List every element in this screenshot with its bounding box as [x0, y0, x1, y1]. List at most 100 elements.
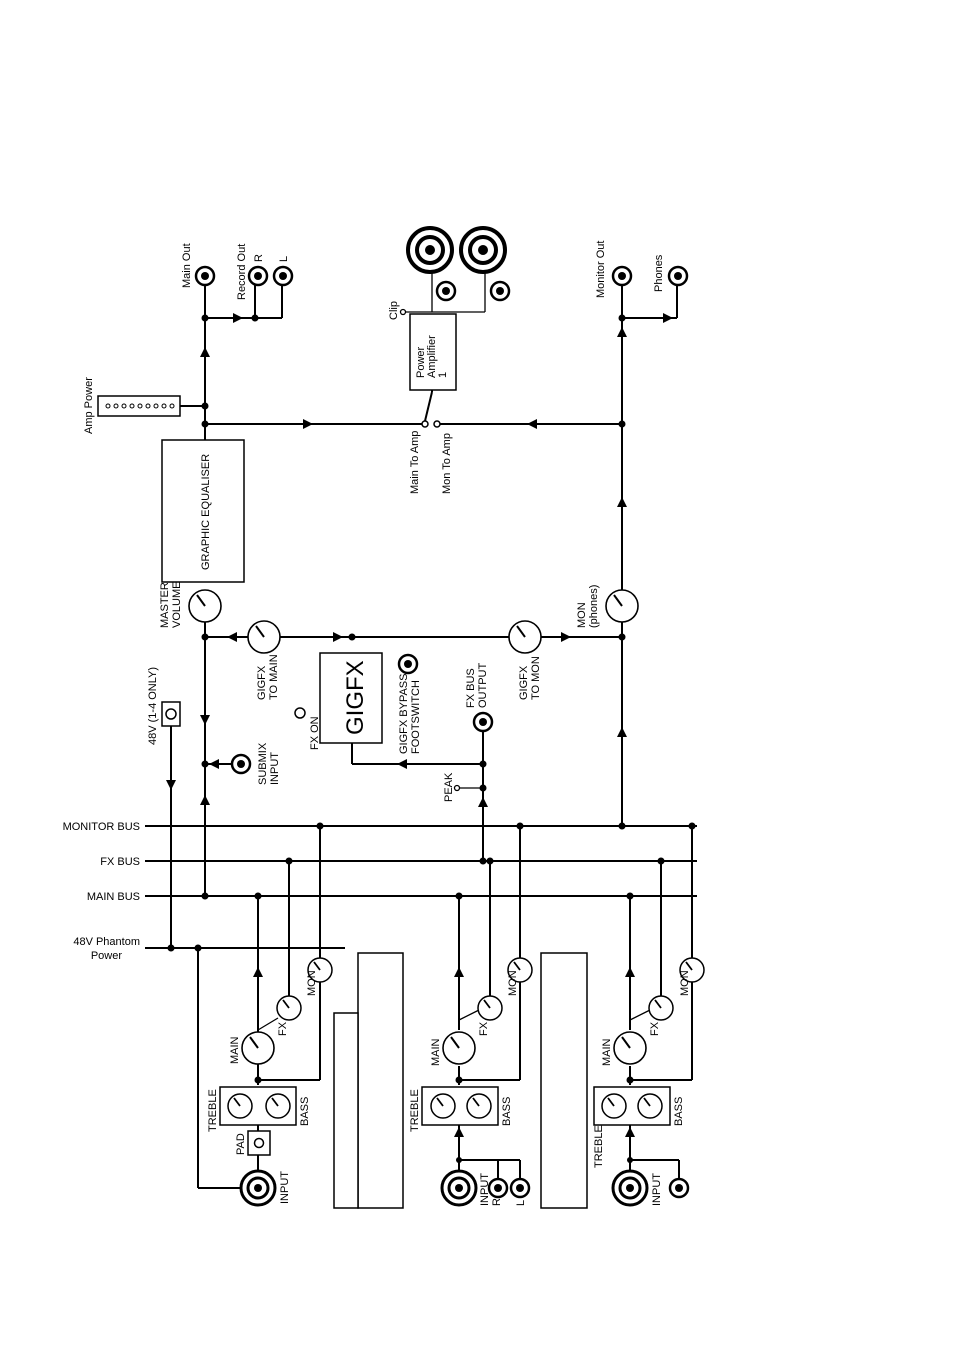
- ch1-treble-knob[interactable]: [227, 1093, 253, 1119]
- main-mon-to-amp-switch[interactable]: [424, 391, 433, 422]
- ch1-fader-outer: [357, 952, 404, 1209]
- channel-3: [625, 822, 696, 1085]
- gigfx-block: [319, 652, 383, 744]
- ch2-main-knob[interactable]: [442, 1031, 476, 1065]
- ch1-treble-label: TREBLE: [207, 1089, 219, 1132]
- fx-bus-label: FX BUS: [100, 856, 140, 868]
- main-bus-label: MAIN BUS: [87, 891, 140, 903]
- ch2-input-xlr[interactable]: [440, 1169, 478, 1207]
- ch2-treble-label: TREBLE: [409, 1089, 421, 1132]
- ch1-fx-knob[interactable]: [276, 995, 302, 1021]
- mon-phones-knob[interactable]: [605, 589, 639, 623]
- ch1-main-label: MAIN: [229, 1036, 241, 1064]
- ch1-mon-label: MON: [306, 970, 318, 996]
- ch3-input-label: INPUT: [651, 1173, 663, 1206]
- peak-label: PEAK: [443, 772, 455, 802]
- mon-phones-label: MON (phones): [576, 585, 600, 628]
- gigfx-to-mon-knob[interactable]: [508, 620, 542, 654]
- ch1-fx-label: FX: [277, 1021, 289, 1036]
- ch3-bass-label: BASS: [673, 1097, 685, 1126]
- record-out-l-label: L: [278, 256, 290, 262]
- speaker-out-2-jack[interactable]: [489, 280, 511, 302]
- ch2-bass-label: BASS: [501, 1097, 513, 1126]
- ch1-main-knob[interactable]: [241, 1031, 275, 1065]
- bus-lines: [145, 825, 697, 949]
- ch2-input-r-label: R: [491, 1198, 503, 1206]
- graphic-equaliser-label: GRAPHIC EQUALISER: [200, 454, 212, 570]
- channel-1: [253, 822, 324, 1085]
- ch3-main-knob[interactable]: [613, 1031, 647, 1065]
- ch1-bass-label: BASS: [299, 1097, 311, 1126]
- gigfx-bypass-label: GIGFX BYPASS FOOTSWITCH: [398, 670, 422, 754]
- ch2-fx-label: FX: [478, 1021, 490, 1036]
- mon-to-amp-label: Mon To Amp: [441, 433, 453, 494]
- master-volume-label: MASTER VOLUME: [159, 579, 183, 628]
- gigfx-to-main-knob[interactable]: [247, 620, 281, 654]
- ch3-input-jack[interactable]: [668, 1177, 690, 1199]
- main-signal-path: [200, 268, 210, 900]
- ch1-pad-label: PAD: [235, 1133, 247, 1155]
- clip-label: Clip: [388, 301, 400, 320]
- ch2-fader-track[interactable]: [540, 952, 588, 1209]
- monitor-bus-label: MONITOR BUS: [63, 821, 140, 833]
- power-amplifier-block: [409, 313, 457, 391]
- speaker-out-1-jack[interactable]: [435, 280, 457, 302]
- ch1-input-label: INPUT: [279, 1171, 291, 1204]
- ch3-mon-label: MON: [679, 970, 691, 996]
- ch1-fader-track[interactable]: [333, 1012, 359, 1209]
- ch3-treble-knob[interactable]: [601, 1093, 627, 1119]
- phones-jack[interactable]: [667, 265, 689, 287]
- ch2-input-label: INPUT: [479, 1173, 491, 1206]
- ch3-main-label: MAIN: [601, 1038, 613, 1066]
- ch2-fx-knob[interactable]: [477, 995, 503, 1021]
- ch3-fx-label: FX: [649, 1021, 661, 1036]
- ch2-input-r-jack[interactable]: [487, 1177, 509, 1199]
- phantom-48v-label: 48V (1-4 ONLY): [147, 667, 159, 745]
- gigfx-title: GIGFX: [342, 660, 369, 735]
- record-out-r-jack[interactable]: [247, 265, 269, 287]
- fx-on-label: FX ON: [309, 716, 321, 750]
- speaker-2-icon: [459, 226, 507, 274]
- monitor-signal-path: [617, 268, 627, 830]
- fx-on-led: [294, 707, 306, 719]
- gigfx-to-mon-label: GIGFX TO MON: [518, 656, 542, 700]
- ch1-bass-knob[interactable]: [265, 1093, 291, 1119]
- phantom-48v-switch[interactable]: [161, 701, 181, 727]
- record-out-l-jack[interactable]: [272, 265, 294, 287]
- ch3-bass-knob[interactable]: [637, 1093, 663, 1119]
- record-out-r-label: R: [253, 254, 265, 262]
- ch1-input-xlr[interactable]: [239, 1169, 277, 1207]
- fx-bus-output-label: FX BUS OUTPUT: [465, 663, 489, 709]
- main-to-amp-label: Main To Amp: [409, 431, 421, 494]
- ch2-input-l-jack[interactable]: [509, 1177, 531, 1199]
- phantom-power-label-2: Power: [91, 950, 123, 962]
- ch2-treble-knob[interactable]: [430, 1093, 456, 1119]
- ch3-treble-label: TREBLE: [593, 1125, 605, 1168]
- ch2-main-label: MAIN: [430, 1038, 442, 1066]
- fx-bus-output-jack[interactable]: [472, 711, 494, 733]
- submix-input-jack[interactable]: [230, 753, 252, 775]
- gigfx-to-main-label: GIGFX TO MAIN: [256, 654, 280, 700]
- power-amplifier-label: Power Amplifier 1: [415, 332, 449, 378]
- master-volume-knob[interactable]: [188, 589, 222, 623]
- main-out-jack[interactable]: [194, 265, 216, 287]
- ch2-input-l-label: L: [515, 1200, 527, 1206]
- phones-label: Phones: [653, 254, 665, 292]
- monitor-out-jack[interactable]: [611, 265, 633, 287]
- gigfx-bypass-footswitch-jack[interactable]: [397, 653, 419, 675]
- record-out-label: Record Out: [236, 244, 248, 300]
- submix-input-label: SUBMIX INPUT: [257, 740, 281, 785]
- ch2-mon-label: MON: [507, 970, 519, 996]
- amp-power-label: Amp Power: [83, 377, 95, 434]
- channel-2: [454, 822, 524, 1085]
- graphic-equaliser-block: [161, 439, 245, 583]
- phantom-power-label: 48V Phantom: [73, 936, 140, 948]
- main-out-label: Main Out: [181, 243, 193, 288]
- monitor-out-label: Monitor Out: [595, 241, 607, 298]
- ch3-input-xlr[interactable]: [611, 1169, 649, 1207]
- amp-power-meter: [97, 395, 181, 417]
- speaker-1-icon: [406, 226, 454, 274]
- ch2-bass-knob[interactable]: [466, 1093, 492, 1119]
- ch3-fx-knob[interactable]: [648, 995, 674, 1021]
